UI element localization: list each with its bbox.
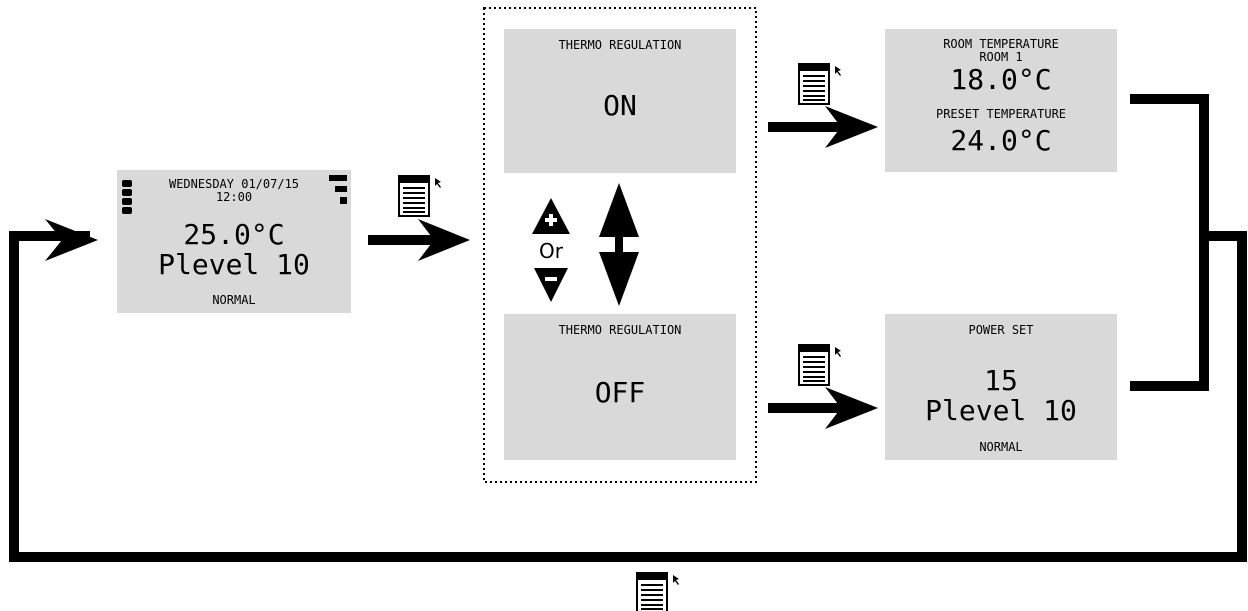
thermo-off-title: THERMO REGULATION <box>558 323 682 337</box>
thermo-off-screen: THERMO REGULATION OFF <box>504 314 736 460</box>
preset-temperature-value: 24.0°C <box>950 124 1052 157</box>
power-set-level: Plevel 10 <box>925 394 1077 427</box>
room-temp-title: ROOM TEMPERATURE <box>943 37 1059 51</box>
home-temperature: 25.0°C <box>183 218 285 251</box>
or-label: Or <box>539 239 563 263</box>
thermo-on-screen: THERMO REGULATION ON <box>504 29 736 173</box>
thermo-on-state: ON <box>603 89 637 122</box>
menu-icon <box>798 344 842 386</box>
arrow-icon <box>825 106 878 148</box>
home-screen: WEDNESDAY 01/07/15 12:00 25.0°C Plevel 1… <box>117 170 351 313</box>
power-set-mode: NORMAL <box>979 440 1023 454</box>
right-bracket-connector <box>1130 94 1209 391</box>
menu-icon <box>636 572 680 611</box>
battery-icon <box>122 180 132 214</box>
return-loop-connector <box>9 231 1247 562</box>
menu-icon <box>798 63 842 105</box>
arrow-icon <box>418 219 470 261</box>
power-set-title: POWER SET <box>968 323 1034 337</box>
home-power-level: Plevel 10 <box>158 248 310 281</box>
home-time: 12:00 <box>215 190 253 204</box>
power-set-value: 15 <box>984 364 1018 397</box>
menu-icon <box>398 175 442 217</box>
thermo-selection-frame <box>483 7 757 483</box>
minus-icon <box>534 268 568 302</box>
plus-icon <box>532 198 570 234</box>
home-mode: NORMAL <box>212 293 256 307</box>
room-temperature-screen: ROOM TEMPERATURE ROOM 1 18.0°C PRESET TE… <box>885 29 1117 172</box>
home-date: WEDNESDAY 01/07/15 <box>168 177 300 191</box>
double-arrow-icon <box>599 183 639 306</box>
return-loop-arrowhead <box>45 219 98 261</box>
arrow-icon <box>825 387 878 429</box>
preset-temp-title: PRESET TEMPERATURE <box>935 107 1067 121</box>
thermo-off-state: OFF <box>594 376 646 409</box>
room-name: ROOM 1 <box>979 50 1023 64</box>
power-set-screen: POWER SET 15 Plevel 10 NORMAL <box>885 314 1117 460</box>
room-temperature-value: 18.0°C <box>950 63 1052 96</box>
signal-icon <box>329 175 347 204</box>
thermo-on-title: THERMO REGULATION <box>558 38 682 52</box>
